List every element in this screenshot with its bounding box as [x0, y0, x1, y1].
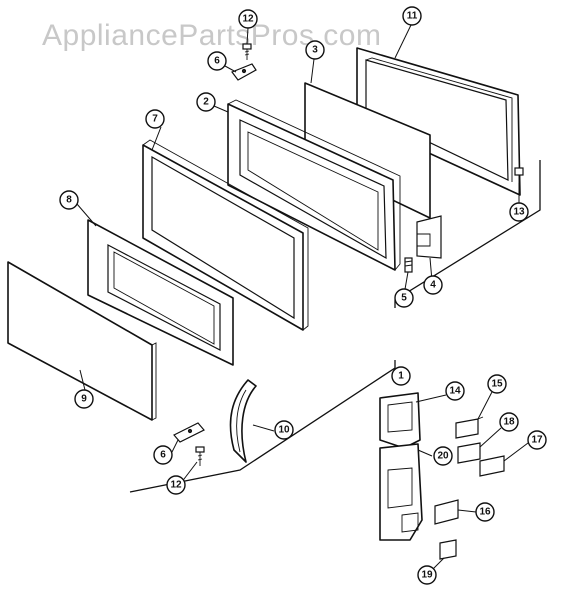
- callout-17: 17: [527, 430, 547, 450]
- switch-part-16[interactable]: [434, 499, 459, 525]
- callout-12-upper: 12: [238, 9, 258, 29]
- clip-part-19[interactable]: [439, 539, 457, 560]
- callout-3: 3: [305, 40, 325, 60]
- screw-lower-part-12[interactable]: [195, 446, 205, 466]
- latch-bracket-part-4[interactable]: [416, 215, 442, 259]
- group-boundary-lower: [129, 360, 396, 493]
- outer-door-panel-part-9[interactable]: [7, 261, 157, 421]
- svg-text:6: 6: [214, 56, 220, 67]
- svg-text:14: 14: [449, 386, 461, 397]
- svg-text:17: 17: [531, 435, 543, 446]
- door-handle-part-10[interactable]: [229, 379, 257, 463]
- callout-13: 13: [509, 202, 529, 222]
- svg-text:3: 3: [312, 45, 318, 56]
- svg-text:6: 6: [160, 450, 166, 461]
- callout-12-lower: 12: [166, 475, 186, 495]
- switch-part-15[interactable]: [455, 416, 484, 439]
- svg-text:12: 12: [242, 14, 254, 25]
- svg-text:20: 20: [437, 451, 449, 462]
- group-boundary-upper: [394, 160, 541, 308]
- svg-text:4: 4: [430, 280, 436, 291]
- callout-20: 20: [433, 446, 453, 466]
- screw-upper-part-12[interactable]: [242, 43, 252, 60]
- callout-4: 4: [423, 275, 443, 295]
- hinge-upper-part-6[interactable]: [231, 63, 257, 81]
- callout-18: 18: [499, 412, 519, 432]
- svg-text:9: 9: [81, 394, 87, 405]
- screw-part-13[interactable]: [514, 167, 524, 183]
- svg-text:13: 13: [513, 207, 525, 218]
- window-panel-part-3[interactable]: [304, 82, 431, 219]
- callout-11: 11: [402, 6, 422, 26]
- switch-holder-part-14[interactable]: [379, 392, 421, 449]
- svg-text:18: 18: [503, 417, 515, 428]
- callout-16: 16: [475, 502, 495, 522]
- lower-holder-assembly[interactable]: [379, 443, 423, 541]
- svg-text:5: 5: [401, 293, 407, 304]
- switch-part-18[interactable]: [457, 442, 481, 464]
- svg-text:8: 8: [66, 195, 72, 206]
- svg-text:7: 7: [152, 114, 158, 125]
- svg-text:16: 16: [479, 507, 491, 518]
- callout-6-lower: 6: [153, 445, 173, 465]
- spring-part-5[interactable]: [404, 257, 413, 273]
- callout-6-upper: 6: [207, 51, 227, 71]
- svg-text:2: 2: [203, 97, 209, 108]
- inner-door-frame-part-2[interactable]: [227, 99, 401, 271]
- callout-2: 2: [196, 92, 216, 112]
- leader-lines: [76, 24, 529, 576]
- svg-text:19: 19: [421, 570, 433, 581]
- svg-text:11: 11: [407, 11, 418, 22]
- callout-5: 5: [394, 288, 414, 308]
- choke-frame-part-7[interactable]: [142, 139, 309, 331]
- callout-9: 9: [74, 389, 94, 409]
- callout-7: 7: [145, 109, 165, 129]
- callout-14: 14: [445, 381, 465, 401]
- callout-15: 15: [487, 374, 507, 394]
- callout-10: 10: [274, 420, 294, 440]
- door-glass-frame-part-8[interactable]: [87, 219, 234, 366]
- hinge-lower-part-6[interactable]: [173, 422, 205, 443]
- watermark-text: AppliancePartsPros.com: [42, 19, 381, 52]
- svg-text:12: 12: [170, 480, 182, 491]
- callout-8: 8: [59, 190, 79, 210]
- svg-text:10: 10: [278, 425, 290, 436]
- rear-frame-part-11[interactable]: [356, 47, 521, 196]
- callout-1: 1: [391, 366, 411, 386]
- svg-text:1: 1: [398, 371, 404, 382]
- switch-part-17[interactable]: [479, 455, 505, 477]
- svg-text:15: 15: [491, 379, 503, 390]
- callout-19: 19: [417, 565, 437, 585]
